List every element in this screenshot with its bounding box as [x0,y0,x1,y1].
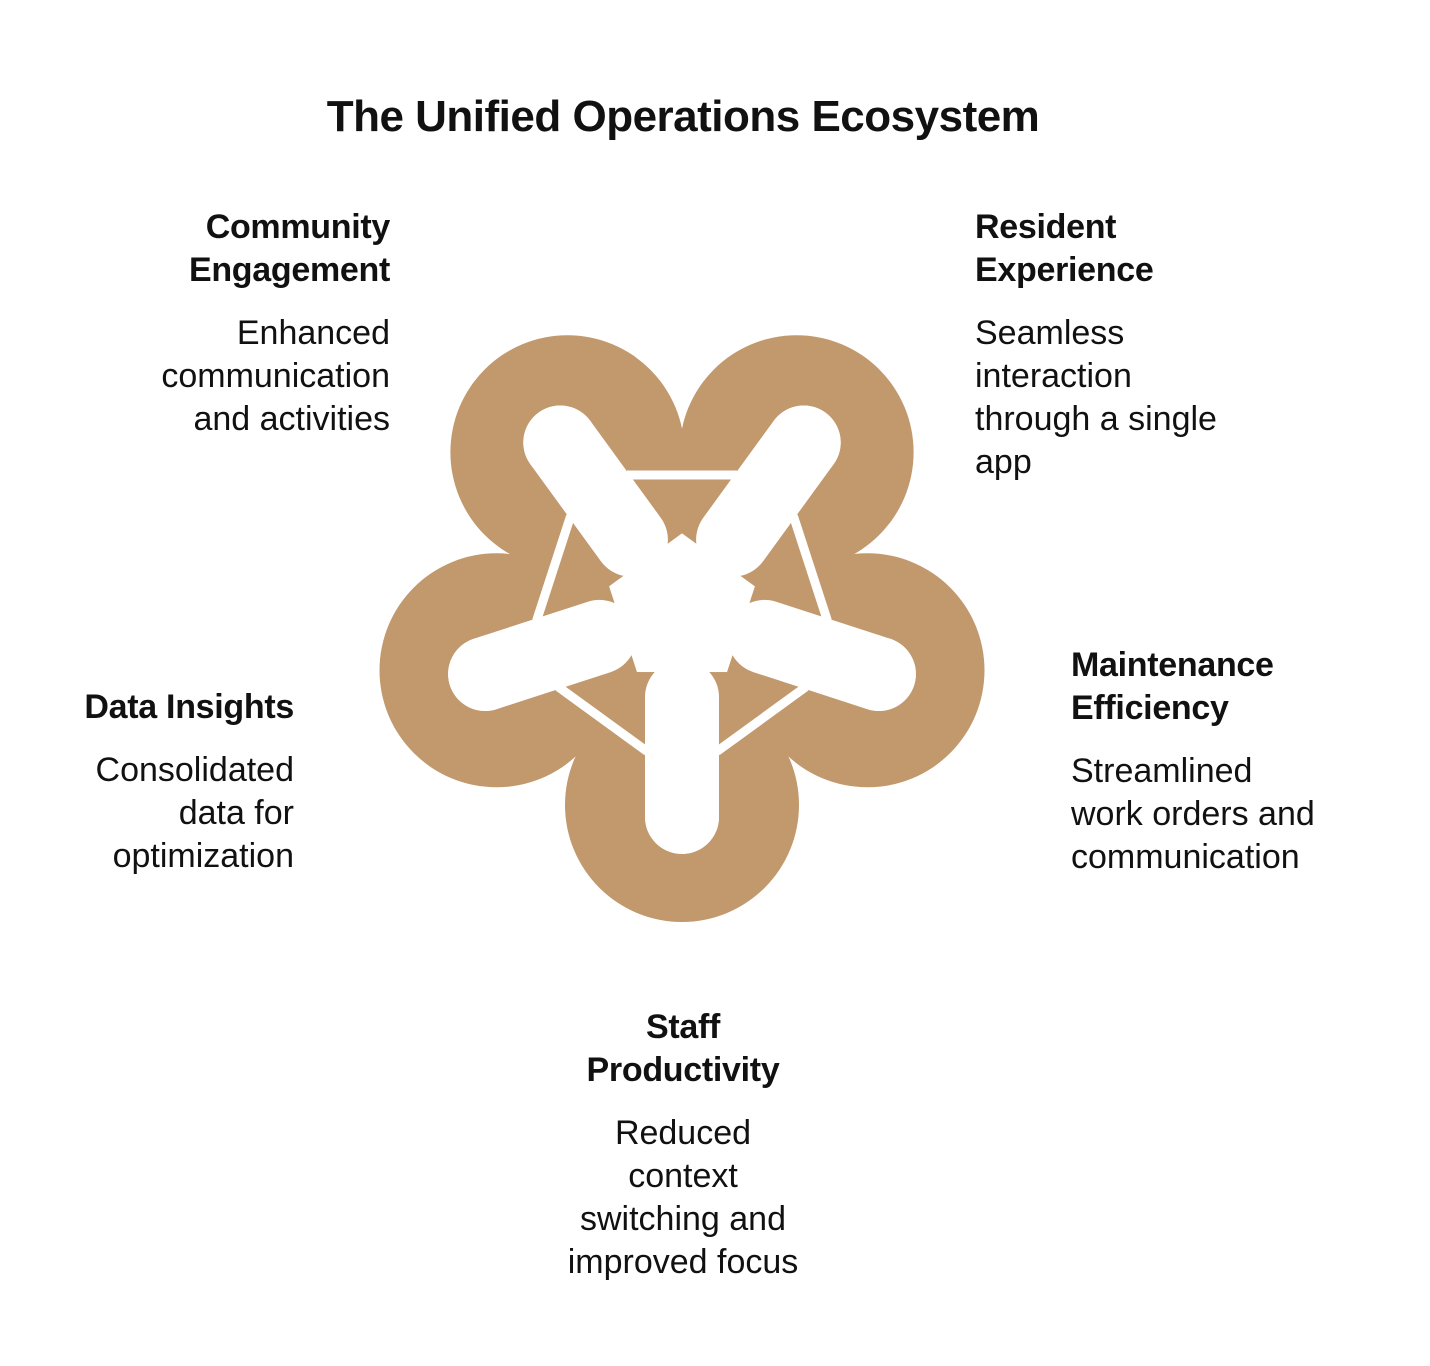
heading-line: Experience [975,251,1154,289]
heading-line: Efficiency [1071,689,1229,727]
description-line: through a single [975,400,1217,438]
section-description: Consolidated data for optimization [14,749,294,878]
description-line: and activities [193,400,390,438]
description-line: data for [178,794,294,832]
section-heading: Staff Productivity [523,1006,843,1092]
knot-crossing-gap [532,514,575,622]
description-line: communication [1071,838,1300,876]
heading-line: Community [205,208,391,246]
section-community-engagement: Community Engagement Enhanced communicat… [70,206,390,441]
section-description: Seamless interaction through a single ap… [975,312,1305,484]
section-maintenance-efficiency: Maintenance Efficiency Streamlined work … [1071,644,1391,879]
section-description: Enhanced communication and activities [70,312,390,441]
description-line: interaction [975,357,1132,395]
knot-holes [448,405,916,854]
knot-slot-community [523,405,668,577]
description-line: work orders and [1071,795,1315,833]
knot-slot-maintenance [727,599,916,711]
knot-crossing-gap [714,683,809,756]
description-line: app [975,443,1032,481]
description-line: Streamlined [1071,752,1253,790]
section-resident-experience: Resident Experience Seamless interaction… [975,206,1305,484]
heading-line: Data Insights [84,688,294,726]
description-line: Seamless [975,314,1125,352]
knot-crossing-gap [789,514,832,622]
description-line: Consolidated [95,751,294,789]
diagram-title: The Unified Operations Ecosystem [326,92,1040,141]
heading-line: Staff [645,1008,721,1046]
heading-line: Engagement [188,251,390,289]
description-line: Reduced [614,1114,752,1152]
knot-slot-data [448,599,637,711]
section-heading: Data Insights [14,686,294,729]
section-description: Streamlined work orders and communicatio… [1071,750,1391,879]
heading-line: Resident [975,208,1117,246]
section-staff-productivity: Staff Productivity Reduced context switc… [523,1006,843,1284]
knot-crossing-gap [555,683,650,756]
heading-line: Productivity [586,1051,780,1089]
description-line: context [628,1157,738,1195]
section-heading: Resident Experience [975,206,1305,292]
description-line: improved focus [567,1243,799,1281]
section-description: Reduced context switching and improved f… [523,1112,843,1284]
section-heading: Maintenance Efficiency [1071,644,1391,730]
section-data-insights: Data Insights Consolidated data for opti… [14,686,294,878]
description-line: optimization [112,837,294,875]
knot-slot-resident [696,405,841,577]
description-line: Enhanced [236,314,390,352]
heading-line: Maintenance [1071,646,1274,684]
description-line: switching and [579,1200,786,1238]
description-line: communication [161,357,390,395]
section-heading: Community Engagement [70,206,390,292]
